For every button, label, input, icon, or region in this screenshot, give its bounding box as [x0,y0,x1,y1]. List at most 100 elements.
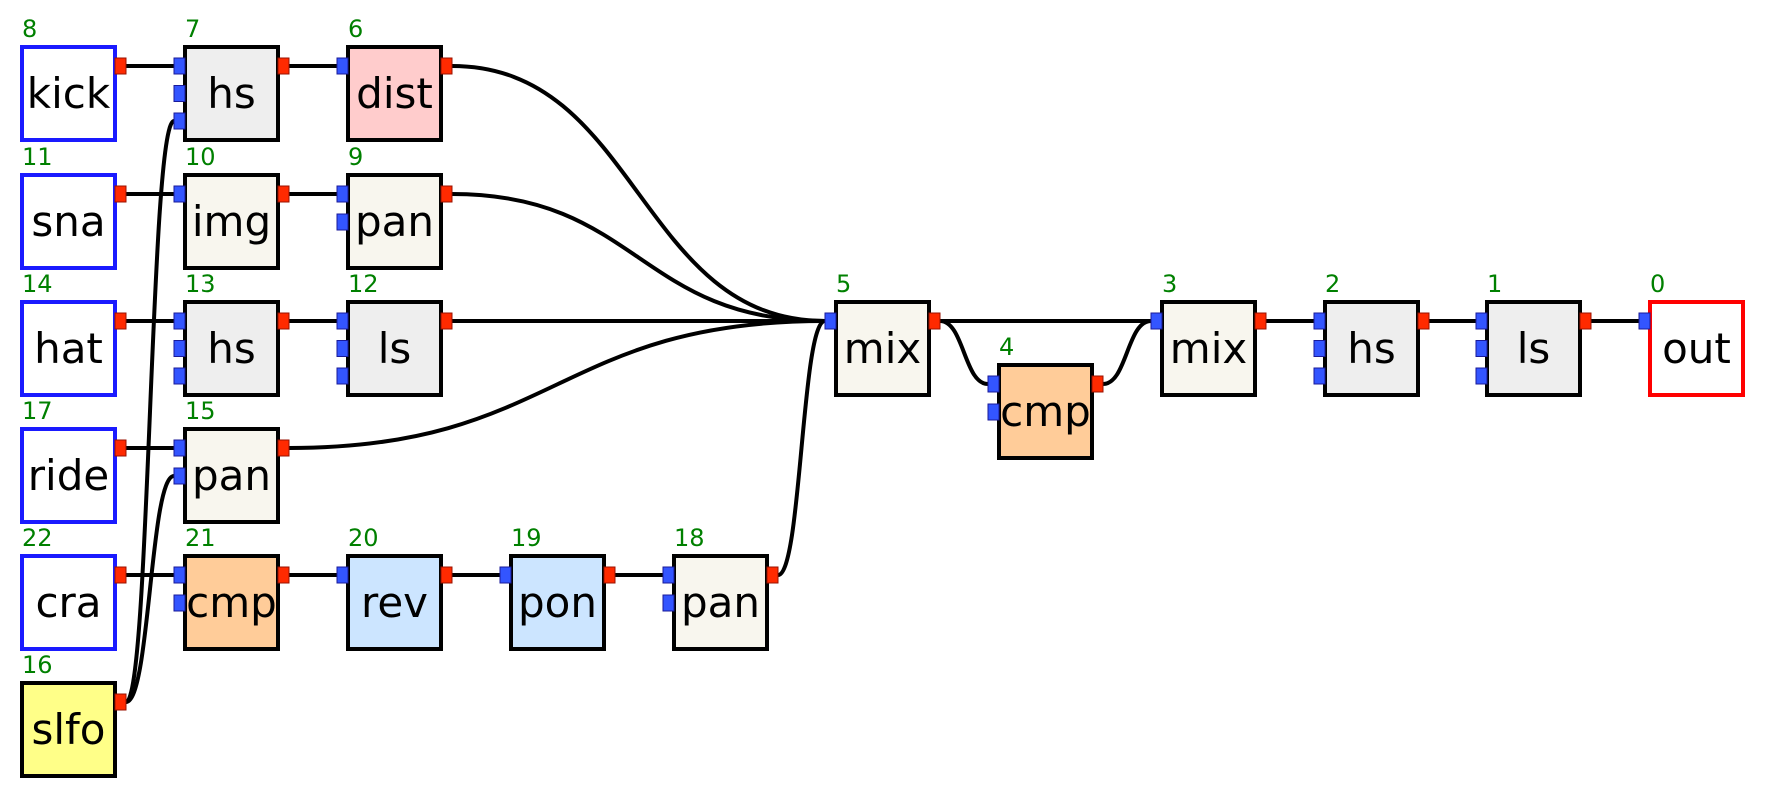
node-id: 6 [348,15,363,43]
output-port[interactable] [114,312,127,330]
node-16[interactable]: 16 slfo [20,651,127,778]
node-box [1485,300,1582,397]
output-port[interactable] [114,439,127,457]
node-box [346,554,443,651]
input-port[interactable] [987,375,1000,393]
node-4[interactable]: 4 cmp [987,333,1104,460]
node-8[interactable]: 8 kick [20,15,127,142]
input-port[interactable] [173,439,186,457]
input-port[interactable] [336,367,349,385]
output-port[interactable] [1254,312,1267,330]
input-port[interactable] [336,213,349,231]
node-5[interactable]: 5 mix [824,270,941,397]
node-label: mix [1170,324,1247,373]
output-port[interactable] [277,439,290,457]
input-port[interactable] [336,185,349,203]
node-id: 0 [1650,270,1665,298]
node-20[interactable]: 20 rev [336,524,453,651]
input-port[interactable] [173,340,186,357]
output-port[interactable] [114,566,127,584]
node-22[interactable]: 22 cra [20,524,127,651]
output-port[interactable] [114,693,127,711]
output-port[interactable] [766,566,779,584]
input-port[interactable] [173,57,186,75]
node-9[interactable]: 9 pan [336,143,453,270]
input-port[interactable] [662,594,675,612]
input-port[interactable] [987,403,1000,421]
input-port[interactable] [173,566,186,584]
output-port[interactable] [603,566,616,584]
input-port[interactable] [1475,340,1488,357]
node-10[interactable]: 10 img [173,143,290,270]
output-port[interactable] [440,57,453,75]
connection-9-to-5 [451,192,826,323]
output-port[interactable] [114,57,127,75]
input-port[interactable] [824,312,837,330]
node-0[interactable]: 0 out [1638,270,1745,397]
node-id: 14 [22,270,53,298]
input-port[interactable] [1313,367,1326,385]
node-box [997,363,1094,460]
node-11[interactable]: 11 sna [20,143,127,270]
connection-16-to-7 [124,119,176,704]
input-port[interactable] [499,566,512,584]
output-port[interactable] [277,566,290,584]
node-id: 15 [185,397,216,425]
input-port[interactable] [1313,312,1326,330]
node-15[interactable]: 15 pan [173,397,290,524]
input-port[interactable] [173,594,186,612]
node-label: kick [27,69,111,118]
node-18[interactable]: 18 pan [662,524,779,651]
node-box [672,554,769,651]
node-box [1160,300,1257,397]
output-port[interactable] [1579,312,1592,330]
input-port[interactable] [662,566,675,584]
input-port[interactable] [336,340,349,357]
input-port[interactable] [173,312,186,330]
input-port[interactable] [336,312,349,330]
connection-16-to-15 [125,474,175,704]
node-17[interactable]: 17 ride [20,397,127,524]
input-port[interactable] [173,85,186,102]
output-port[interactable] [114,185,127,203]
output-port[interactable] [928,312,941,330]
input-port[interactable] [1475,367,1488,385]
node-id: 17 [22,397,53,425]
output-port[interactable] [277,312,290,330]
output-port[interactable] [440,185,453,203]
output-port[interactable] [1417,312,1430,330]
node-label: hs [207,69,256,118]
input-port[interactable] [1150,312,1163,330]
node-13[interactable]: 13 hs [173,270,290,397]
node-7[interactable]: 7 hs [173,15,290,142]
node-id: 21 [185,524,216,552]
input-port[interactable] [173,112,186,130]
output-port[interactable] [440,312,453,330]
node-id: 13 [185,270,216,298]
node-label: ride [28,451,109,500]
output-port[interactable] [277,57,290,75]
input-port[interactable] [173,467,186,485]
input-port[interactable] [336,57,349,75]
input-port[interactable] [1313,340,1326,357]
node-id: 16 [22,651,53,679]
input-port[interactable] [173,185,186,203]
input-port[interactable] [336,566,349,584]
node-12[interactable]: 12 ls [336,270,453,397]
node-1[interactable]: 1 ls [1475,270,1592,397]
output-port[interactable] [440,566,453,584]
input-port[interactable] [173,367,186,385]
node-2[interactable]: 2 hs [1313,270,1430,397]
input-port[interactable] [1475,312,1488,330]
node-box [509,554,606,651]
node-6[interactable]: 6 dist [336,15,453,142]
connection-6-to-5 [451,64,826,323]
output-port[interactable] [1091,375,1104,393]
node-3[interactable]: 3 mix [1150,270,1267,397]
output-port[interactable] [277,185,290,203]
node-19[interactable]: 19 pon [499,524,616,651]
input-port[interactable] [1638,312,1651,330]
node-21[interactable]: 21 cmp [173,524,290,651]
node-14[interactable]: 14 hat [20,270,127,397]
node-box [20,173,117,270]
